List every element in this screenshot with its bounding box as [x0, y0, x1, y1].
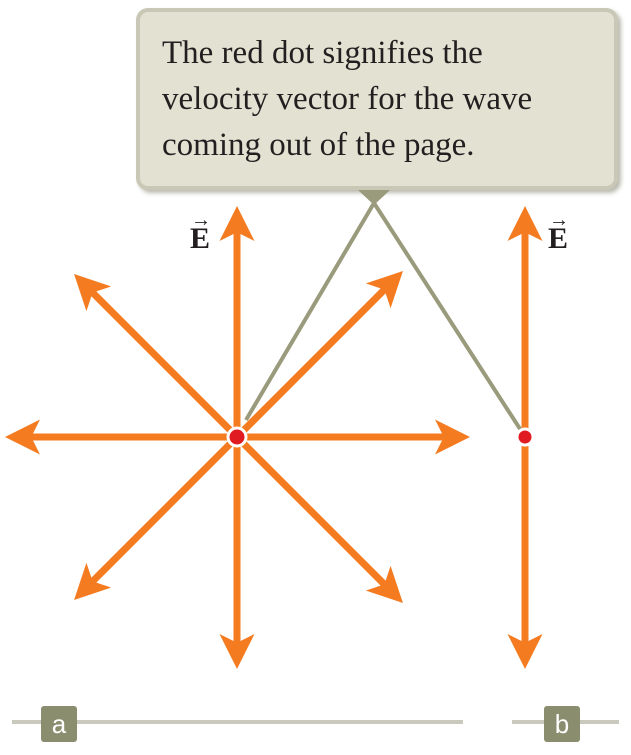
pointer-line-b	[372, 201, 524, 434]
e-symbol-a: E	[190, 222, 211, 255]
callout-line-3: coming out of the page.	[162, 127, 475, 163]
e-field-label-a: → E	[190, 209, 211, 256]
callout-line-1: The red dot signifies the	[162, 35, 483, 71]
e-arrow-up-right	[234, 271, 403, 440]
callout-pointer	[358, 190, 390, 205]
vector-arrow-b: →	[549, 209, 569, 231]
panel-label-a: a	[41, 706, 77, 742]
e-arrow-up-left	[74, 274, 240, 440]
e-field-label-b: → E	[548, 209, 569, 256]
pointer-line-a	[244, 201, 376, 422]
velocity-dot-a	[226, 426, 248, 448]
e-arrow-down-right	[234, 434, 403, 603]
panel-a-arrows	[5, 206, 470, 669]
panel-label-b: b	[544, 706, 580, 742]
callout-box	[136, 8, 618, 190]
e-arrow-down-left	[74, 434, 240, 600]
velocity-dot-b	[515, 427, 535, 447]
vector-arrow-a: →	[191, 209, 211, 231]
callout-text: The red dot signifies the velocity vecto…	[162, 30, 602, 168]
e-symbol-b: E	[548, 222, 569, 255]
callout-line-2: velocity vector for the wave	[162, 81, 533, 117]
